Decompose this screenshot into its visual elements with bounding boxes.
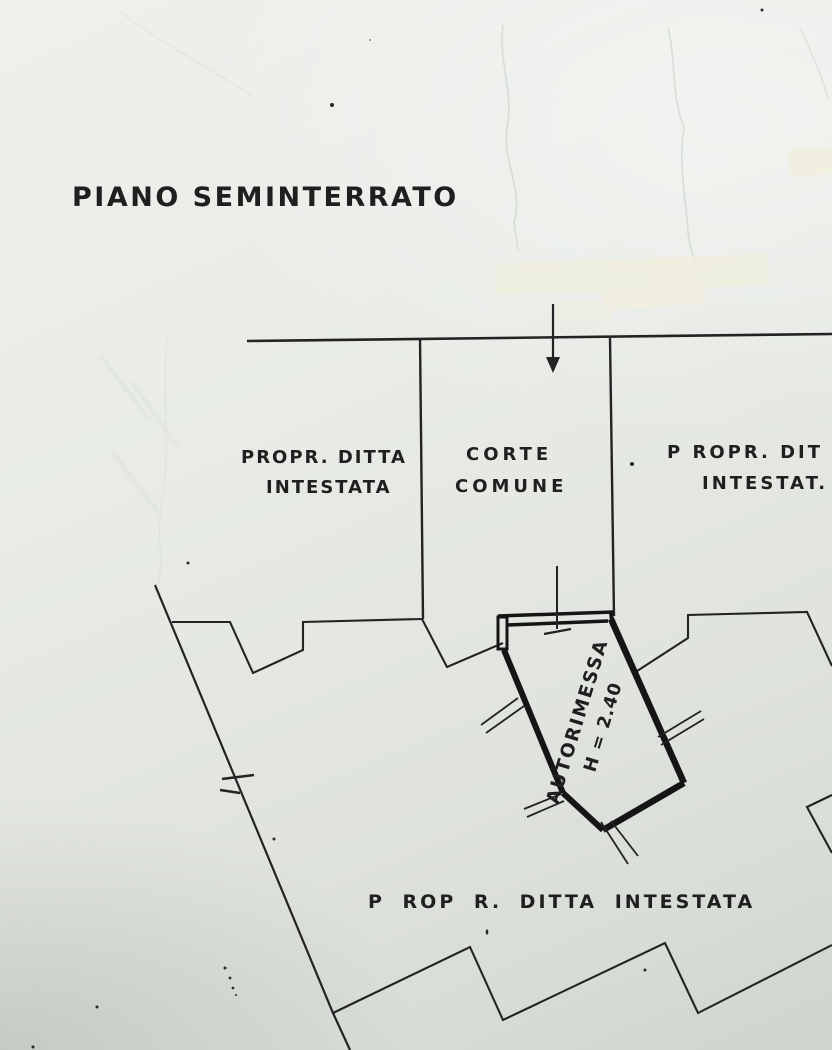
ink-dot [95, 1005, 99, 1009]
ink-dot [31, 1045, 35, 1049]
party-wall-stub-lower-left [523, 793, 565, 818]
tape-strip-right-edge [788, 145, 832, 177]
ink-dot [630, 462, 634, 466]
bleedthrough-line [119, 11, 253, 97]
tape-strip-top-band-2 [602, 282, 706, 311]
garage-top-wall-end-cap [609, 611, 614, 623]
bleedthrough-line [157, 334, 169, 586]
courtyard-boundary-left [418, 337, 425, 620]
building-outline-bottom-zigzag [332, 941, 832, 1022]
bleedthrough-line [799, 27, 829, 99]
ink-dot [369, 39, 371, 41]
ink-dot [228, 976, 232, 980]
parcel-label-left-line2: INTESTATA [266, 477, 392, 498]
boundary-tick-marks [219, 773, 255, 795]
garage-wall-bottom [601, 780, 686, 833]
garage-top-wall-outer [497, 610, 614, 618]
ink-dot [272, 837, 276, 841]
ink-specks [31, 8, 764, 1049]
building-outline-notch-left-of-garage [421, 618, 504, 669]
party-wall-stub-right [657, 710, 705, 746]
party-wall-stub-left [480, 697, 525, 734]
ink-dash [485, 929, 489, 935]
courtyard-label-line1: CORTE [466, 444, 552, 465]
street-boundary-line [246, 332, 832, 343]
ink-dot [186, 561, 190, 565]
arrow-crossbar [543, 627, 572, 636]
bleedthrough-line [667, 27, 700, 283]
bleedthrough-lines [98, 11, 829, 586]
bleedthrough-smudge [98, 353, 181, 514]
tape-strip-above-road [557, 299, 613, 321]
building-outline-stepped-top-left [172, 617, 423, 675]
parcel-label-right-line1: P ROPR. DIT [667, 442, 823, 463]
garage-label-group: AUTORIMESSA H = 2.40 [543, 636, 627, 806]
parcel-label-right-line2: INTESTAT. [702, 473, 828, 494]
plan-title: PIANO SEMINTERRATO [72, 182, 459, 213]
courtyard-boundary-right [608, 337, 616, 617]
parcel-label-bottom: P ROP R. DITTA INTESTATA [368, 891, 755, 913]
garage-wall-right [608, 617, 687, 785]
courtyard-label-line2: COMUNE [455, 476, 567, 497]
building-outline-main-diagonal [153, 584, 351, 1050]
ink-dot [223, 966, 227, 970]
ink-dot [643, 968, 647, 972]
bleedthrough-line [501, 24, 519, 251]
courtyard-entry-arrow-icon [546, 304, 560, 373]
building-outline-right-section [633, 610, 832, 674]
ink-dot [235, 994, 237, 996]
ink-dot [231, 986, 235, 990]
party-wall-stub-bottom [600, 820, 639, 865]
arrow-head [546, 357, 560, 373]
garage-corner-block [496, 615, 509, 651]
garage-wall-left [501, 648, 566, 795]
tape-strips [495, 145, 832, 321]
parcel-label-left-line1: PROPR. DITTA [241, 447, 407, 468]
building-outline [153, 584, 832, 1050]
building-outline-right-wedge [805, 794, 832, 854]
garage-entry-arrow-icon [543, 566, 572, 636]
garage-wall-lower-left [560, 790, 606, 833]
ink-dot [760, 8, 764, 12]
ink-dot [330, 103, 334, 107]
party-wall-stubs [480, 697, 705, 865]
garage-outline [496, 610, 687, 833]
